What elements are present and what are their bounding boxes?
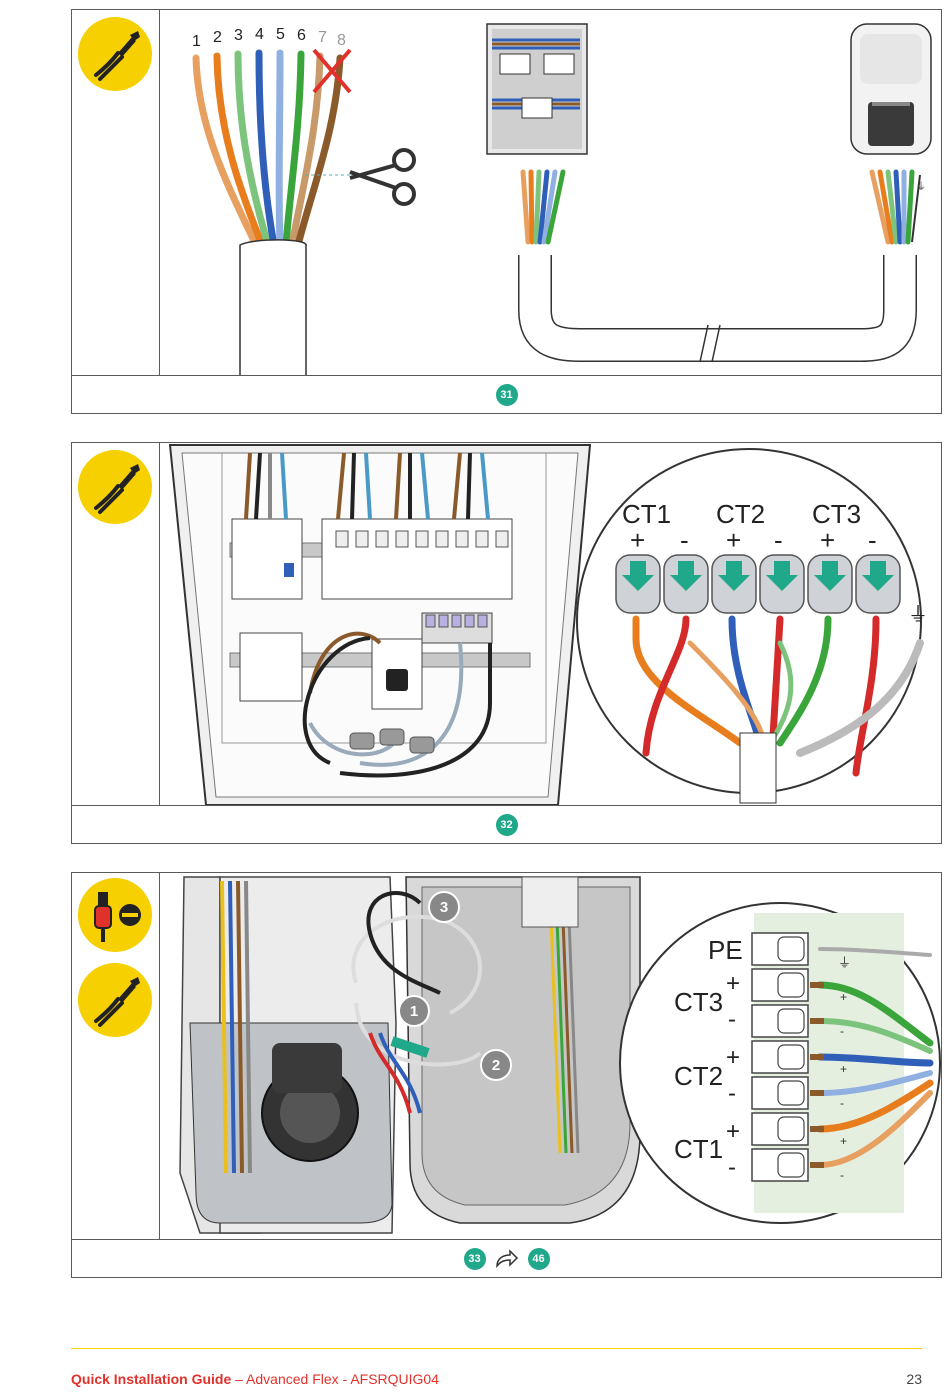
- terminal-label: PE: [708, 935, 743, 965]
- step-panel-33: 1 2 3 PE CT3 CT2 CT1 + - +: [71, 872, 942, 1278]
- guide-title: Quick Installation Guide: [71, 1371, 232, 1387]
- wire-number: 6: [297, 27, 306, 44]
- pliers-icon: [78, 450, 152, 524]
- callout-number: 1: [410, 1003, 418, 1020]
- polarity-sign: +: [726, 525, 741, 555]
- polarity-sign: -: [680, 525, 689, 555]
- terminal-label: CT1: [674, 1134, 723, 1164]
- step-panel-32: CT1 CT2 CT3 + - + - + -: [71, 442, 942, 844]
- ct-label: CT1: [622, 499, 671, 529]
- scissors-icon: [349, 148, 416, 206]
- polarity-sign: -: [868, 525, 877, 555]
- terminal-sign: -: [728, 1080, 736, 1107]
- wire-number: 1: [192, 33, 201, 50]
- ct-label: CT2: [716, 499, 765, 529]
- step-badge: 33: [463, 1247, 486, 1270]
- terminal-sign: +: [726, 1044, 740, 1071]
- wire-sign: -: [840, 1168, 844, 1182]
- polarity-sign: +: [820, 525, 835, 555]
- step-badge: 32: [495, 813, 518, 836]
- step-panel-31: 1 2 3 4 5 6 7 8: [71, 9, 942, 414]
- wire-sign: -: [840, 1024, 844, 1038]
- step-footer: 33 46: [72, 1239, 941, 1277]
- wire-number: 3: [234, 27, 243, 44]
- callout-number: 3: [440, 899, 448, 916]
- ct-zoom-inset: CT1 CT2 CT3 + - + - + -: [576, 448, 928, 804]
- tool-gutter: [72, 443, 160, 806]
- wire-sign: -: [840, 1096, 844, 1110]
- terminal-sign: -: [728, 1154, 736, 1181]
- page-footer: Quick Installation Guide – Advanced Flex…: [71, 1348, 922, 1393]
- pliers-icon: [78, 963, 152, 1037]
- wire-sign: +: [840, 990, 847, 1004]
- step-footer: 31: [72, 375, 941, 413]
- ground-symbol-icon: ⏚: [838, 955, 851, 970]
- step-badge: 46: [527, 1247, 550, 1270]
- polarity-sign: -: [774, 525, 783, 555]
- continue-arrow-icon: [495, 1248, 518, 1268]
- terminal-sign: -: [728, 1006, 736, 1033]
- wire-number: 7: [318, 29, 327, 46]
- terminal-zoom-inset: PE CT3 CT2 CT1 + - + - + -: [619, 902, 941, 1224]
- screwdriver-icon: [78, 878, 152, 952]
- wire-sign: +: [840, 1134, 847, 1148]
- junction-box-inset: [486, 23, 588, 155]
- distribution-board-illustration: CT1 CT2 CT3 + - + - + -: [160, 443, 941, 805]
- terminal-sign: +: [726, 1118, 740, 1145]
- pliers-icon: [78, 17, 152, 91]
- tool-gutter: [72, 873, 160, 1240]
- step-footer: 32: [72, 805, 941, 843]
- tool-gutter: [72, 10, 160, 376]
- guide-subtitle: – Advanced Flex - AFSRQUIG04: [231, 1371, 440, 1387]
- step-badge: 31: [495, 383, 518, 406]
- charger-wiring-illustration: 1 2 3 PE CT3 CT2 CT1 + - +: [160, 873, 941, 1239]
- wire-prep-illustration: 1 2 3 4 5 6 7 8: [160, 10, 941, 375]
- callout-number: 2: [492, 1057, 500, 1074]
- page-number: 23: [906, 1371, 922, 1387]
- terminal-label: CT3: [674, 987, 723, 1017]
- svg-text:⏚: ⏚: [916, 181, 926, 193]
- wire-number: 4: [255, 26, 264, 43]
- ct-label: CT3: [812, 499, 861, 529]
- wire-number: 5: [276, 26, 285, 43]
- terminal-label: CT2: [674, 1061, 723, 1091]
- wire-number: 2: [213, 29, 222, 46]
- wire-sign: +: [840, 1062, 847, 1076]
- wire-number: 8: [337, 32, 346, 49]
- charger-unit-icon: [850, 23, 932, 155]
- callout-badges: 1 2 3: [398, 891, 512, 1081]
- ground-symbol-icon: ⏚: [908, 604, 928, 626]
- document-title: Quick Installation Guide – Advanced Flex…: [71, 1371, 439, 1387]
- polarity-sign: +: [630, 525, 645, 555]
- terminal-sign: +: [726, 970, 740, 997]
